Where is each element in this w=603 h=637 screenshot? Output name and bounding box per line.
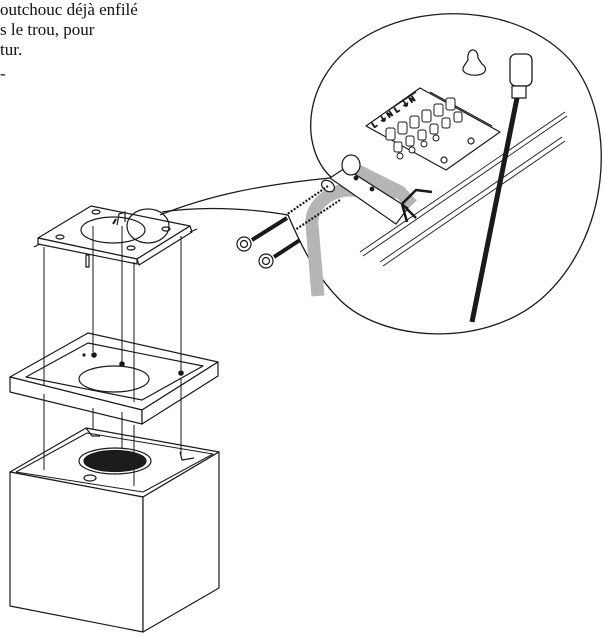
instruction-line-2: s le trou, pour <box>0 20 95 39</box>
mounting-plate <box>33 205 198 268</box>
magnified-inset: L ⏚ N L ⏚ N <box>287 13 602 335</box>
terminal-label-l2: L <box>393 106 401 115</box>
mounting-rail <box>359 111 568 267</box>
black-cord <box>469 53 533 323</box>
screws <box>236 185 341 269</box>
terminal-label-earth1: ⏚ <box>378 114 388 125</box>
terminal-label-n1: N <box>386 110 395 120</box>
terminal-label-n2: N <box>408 95 417 105</box>
spacer-frame <box>9 332 219 425</box>
list-dash: - <box>0 64 6 83</box>
screw-icon <box>258 238 302 269</box>
grease-filter-icon <box>83 449 147 473</box>
screw-icon <box>236 216 289 252</box>
callout-leader-top <box>159 177 331 216</box>
callout-leader-bottom <box>161 207 289 216</box>
alignment-lines <box>43 226 182 486</box>
instruction-line-3: tur. <box>0 40 23 59</box>
hood-body <box>9 427 220 633</box>
terminal-block <box>365 87 501 171</box>
terminal-label-earth2: ⏚ <box>400 99 410 110</box>
terminal-label-l1: L <box>371 121 379 130</box>
instruction-line-1: outchouc déjà enfilé <box>0 0 138 19</box>
keyhole-icon <box>462 49 487 76</box>
